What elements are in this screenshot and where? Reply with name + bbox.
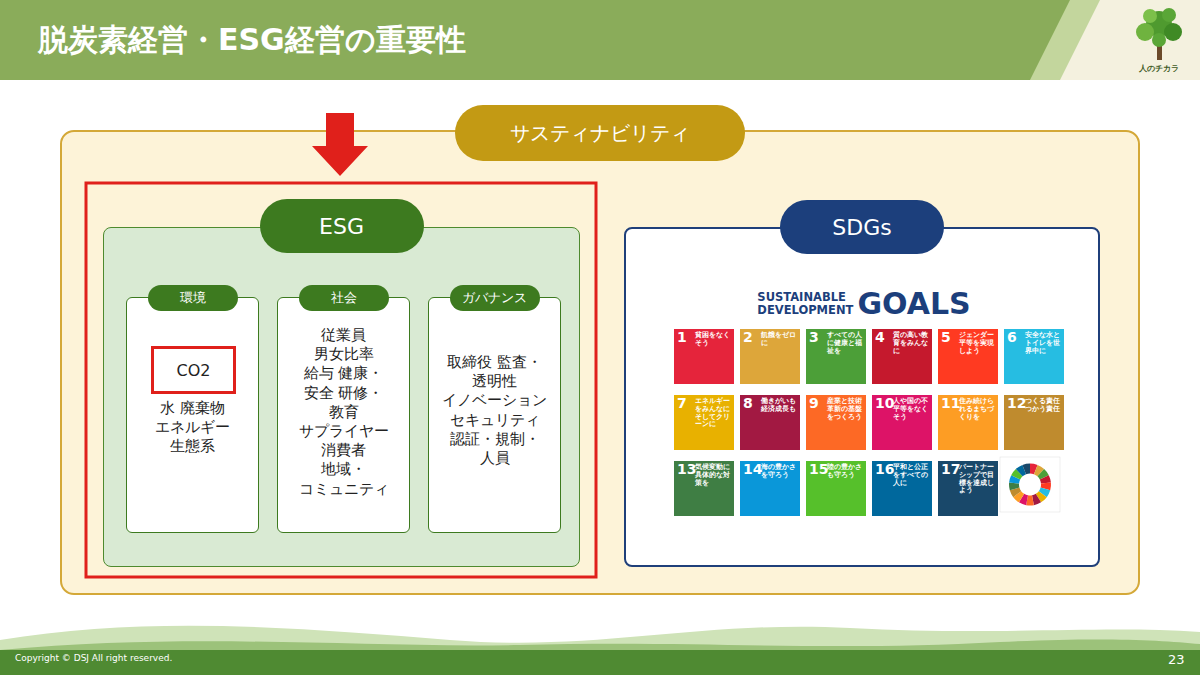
goal-number: 13 <box>677 462 696 477</box>
sdg-goal-tile: 15陸の豊かさも守ろう <box>806 461 866 516</box>
goal-number: 1 <box>677 330 687 345</box>
category-heading: ガバナンス <box>450 285 540 311</box>
sdg-goal-tile: 2 飢餓をゼロに <box>740 329 800 384</box>
logo-text: 人のチカラ <box>1139 64 1179 74</box>
sdg-goal-tile: 17パートナーシップで目標を達成しよう <box>938 461 998 516</box>
sdg-goal-tile: 12つくる責任つかう責任 <box>1004 395 1064 450</box>
goal-title: 海の豊かさを守ろう <box>761 464 798 480</box>
sdg-goal-tile: 11住み続けられるまちづくりを <box>938 395 998 450</box>
footer-hills <box>0 626 1200 675</box>
goal-title: ジェンダー平等を実現しよう <box>959 332 996 355</box>
goal-title: 安全な水とトイレを世界中に <box>1025 332 1062 355</box>
goal-number: 3 <box>809 330 819 345</box>
category-heading: 環境 <box>148 285 238 311</box>
sdg-goal-tile: 13気候変動に具体的な対策を <box>674 461 734 516</box>
sustainability-panel: CO2環境水 廃棄物 エネルギー 生態系社会従業員 男女比率 給与 健康・安全 … <box>60 130 1140 595</box>
sdg-goal-tile: 16平和と公正をすべての人に <box>872 461 932 516</box>
goal-number: 7 <box>677 396 687 411</box>
sdgs-panel: 1 貧困をなくそう 2 飢餓をゼロに 3 すべての人に健康と福祉を 4 質の高い教育をみんなに… <box>624 227 1100 567</box>
tree-logo <box>1136 8 1182 60</box>
goal-title: すべての人に健康と福祉を <box>827 332 864 355</box>
goal-title: エネルギーをみんなにそしてクリーンに <box>695 398 732 429</box>
goal-number: 2 <box>743 330 753 345</box>
sdg-goal-tile: 3 すべての人に健康と福祉を <box>806 329 866 384</box>
page-number: 23 <box>1168 652 1185 668</box>
slide-title: 脱炭素経営・ESG経営の重要性 <box>38 20 466 60</box>
goal-title: 人や国の不平等をなくそう <box>893 398 930 421</box>
logo-ground <box>1060 0 1200 80</box>
panel-heading: サスティナビリティ <box>455 105 745 161</box>
goal-number: 15 <box>809 462 828 477</box>
goal-title: 産業と技術革新の基盤をつくろう <box>827 398 864 421</box>
sdg-logo-text: SUSTAINABLE DEVELOPMENT <box>757 291 853 316</box>
goal-number: 12 <box>1007 396 1026 411</box>
sdg-logo-text: GOALS <box>857 289 970 319</box>
panel-heading: ESG <box>260 199 424 253</box>
goal-number: 9 <box>809 396 819 411</box>
sdg-goal-tile: 5 ジェンダー平等を実現しよう <box>938 329 998 384</box>
goal-number: 17 <box>941 462 960 477</box>
highlight-arrow <box>312 113 368 176</box>
goal-title: 質の高い教育をみんなに <box>893 332 930 355</box>
category-heading: 社会 <box>299 285 389 311</box>
goal-number: 8 <box>743 396 753 411</box>
goal-title: パートナーシップで目標を達成しよう <box>959 464 996 495</box>
sdg-wheel-tile <box>1000 457 1060 512</box>
header-stripe <box>1030 0 1200 80</box>
goal-number: 5 <box>941 330 951 345</box>
goal-number: 6 <box>1007 330 1017 345</box>
goal-number: 10 <box>875 396 894 411</box>
category-box: CO2環境水 廃棄物 エネルギー 生態系 <box>126 297 259 533</box>
goal-number: 4 <box>875 330 885 345</box>
copyright-note: Copyright © DSJ All right reserved. <box>15 653 172 664</box>
category-box: ガバナンス取締役 監査・透明性 イノベーション セキュリティ 認証・規制・ 人員 <box>428 297 561 533</box>
sdg-goal-tile: 4 質の高い教育をみんなに <box>872 329 932 384</box>
goal-title: 飢餓をゼロに <box>761 332 798 348</box>
goal-title: 貧困をなくそう <box>695 332 732 348</box>
sdg-goal-tile: 8 働きがいも経済成長も <box>740 395 800 450</box>
sdg-goal-tile: 14海の豊かさを守ろう <box>740 461 800 516</box>
goal-title: 働きがいも経済成長も <box>761 398 798 414</box>
panel-heading: SDGs <box>780 200 944 254</box>
sdg-goal-tile: 9 産業と技術革新の基盤をつくろう <box>806 395 866 450</box>
highlight-text: CO2 <box>154 349 233 391</box>
goal-number: 16 <box>875 462 894 477</box>
highlight-box: CO2 <box>151 346 236 394</box>
item-list: 水 廃棄物 エネルギー 生態系 <box>155 399 230 457</box>
goal-title: 気候変動に具体的な対策を <box>695 464 732 487</box>
category-box: 社会従業員 男女比率 給与 健康・安全 研修・教育 サプライヤー 消費者 地域・… <box>277 297 410 533</box>
header-bar <box>0 0 1200 80</box>
goal-number: 14 <box>743 462 762 477</box>
item-list: 従業員 男女比率 給与 健康・安全 研修・教育 サプライヤー 消費者 地域・ コ… <box>299 326 389 499</box>
esg-panel: CO2環境水 廃棄物 エネルギー 生態系社会従業員 男女比率 給与 健康・安全 … <box>103 227 580 567</box>
sdg-goal-tile: 1 貧困をなくそう <box>674 329 734 384</box>
highlight-frame <box>86 183 596 577</box>
goal-title: 陸の豊かさも守ろう <box>827 464 864 480</box>
goal-title: つくる責任つかう責任 <box>1025 398 1062 414</box>
sdg-goal-tile: 6 安全な水とトイレを世界中に <box>1004 329 1064 384</box>
goal-number: 11 <box>941 396 960 411</box>
goal-title: 平和と公正をすべての人に <box>893 464 930 487</box>
sdg-goal-tile: 10人や国の不平等をなくそう <box>872 395 932 450</box>
sdg-goal-tile: 7 エネルギーをみんなにそしてクリーンに <box>674 395 734 450</box>
item-list: 取締役 監査・透明性 イノベーション セキュリティ 認証・規制・ 人員 <box>442 353 547 468</box>
goal-title: 住み続けられるまちづくりを <box>959 398 996 421</box>
